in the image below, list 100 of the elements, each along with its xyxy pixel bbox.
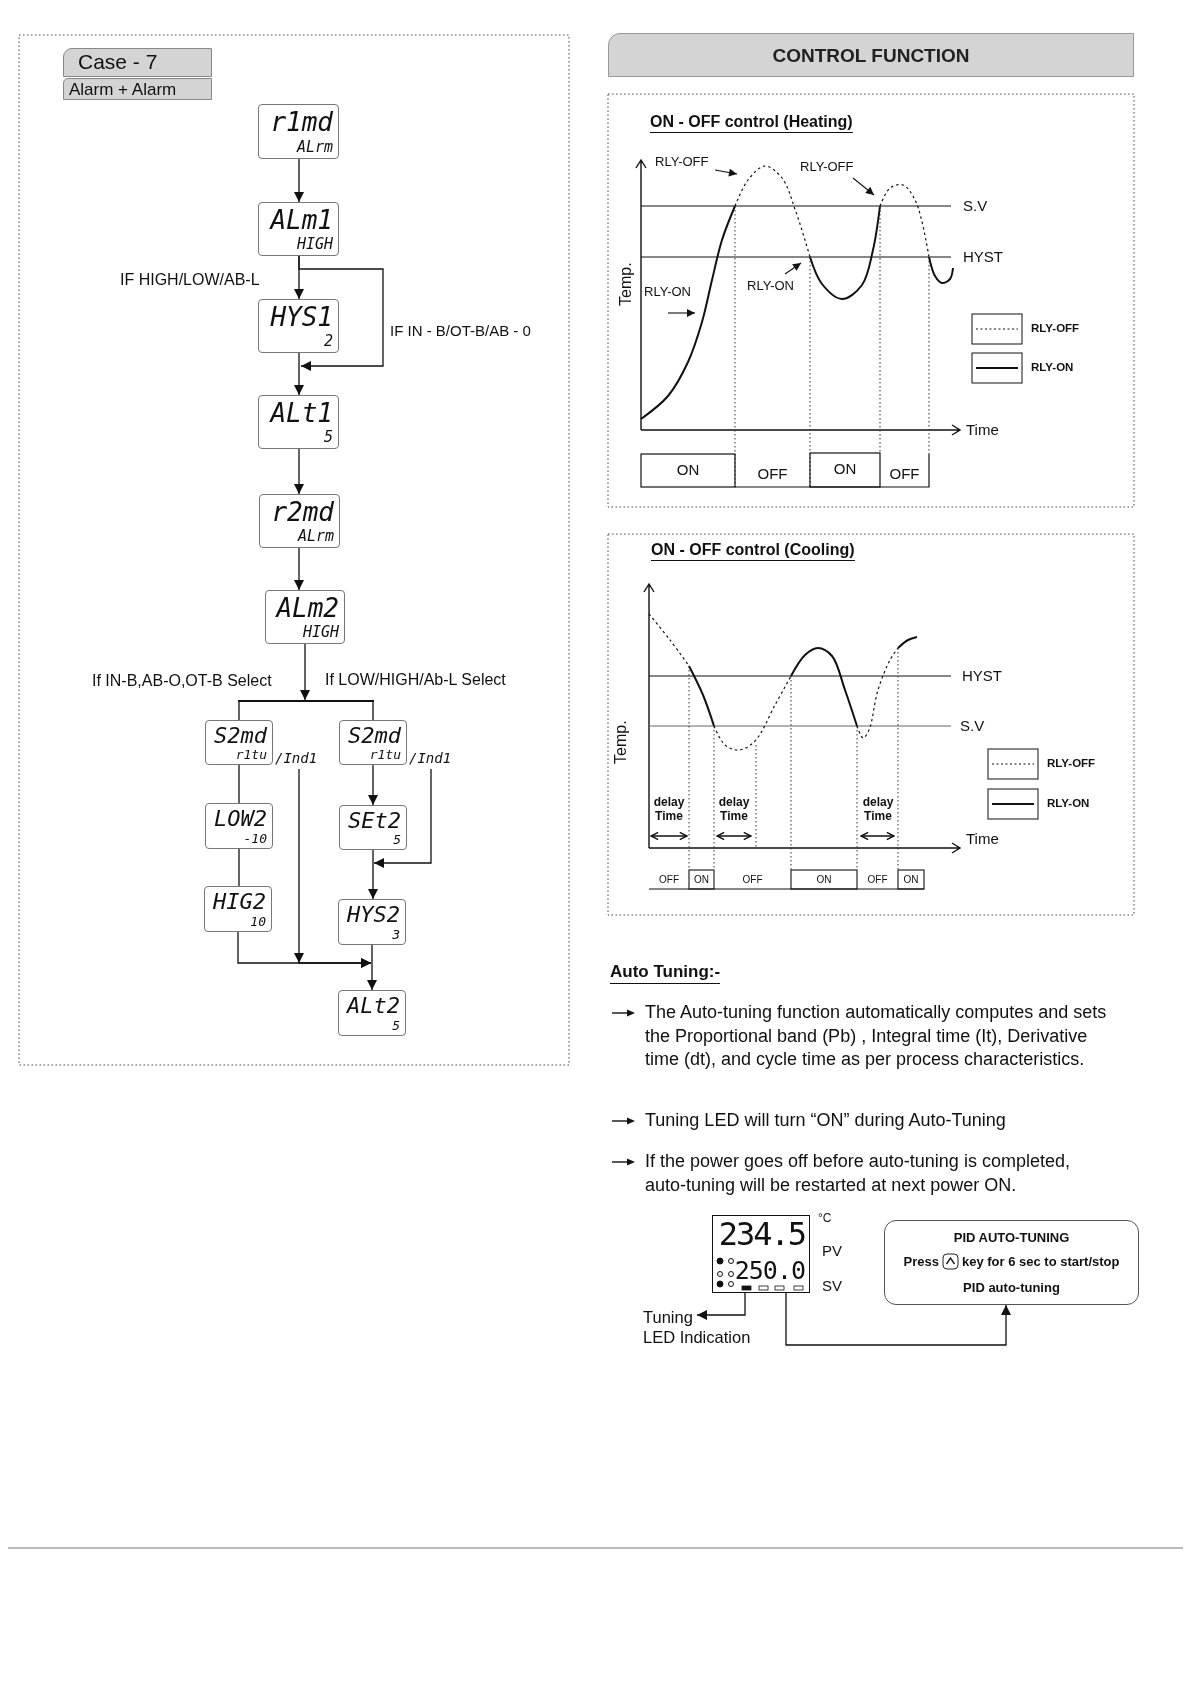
relay-state-label: ON xyxy=(815,874,833,886)
legend-label: RLY-OFF xyxy=(1047,757,1096,771)
parameter-value: 5 xyxy=(393,833,401,846)
bullet-text: Tuning LED will turn “ON” during Auto-Tuning xyxy=(645,1109,1007,1132)
arrow xyxy=(373,768,432,868)
parameter-code: ALm2 xyxy=(276,595,339,621)
line-label: S.V xyxy=(963,197,988,215)
legend-label: RLY-ON xyxy=(1047,797,1090,811)
arrow xyxy=(785,1292,1011,1346)
instruction-text: key for 6 sec to start/stop xyxy=(961,1254,1120,1269)
line-label: HYST xyxy=(963,248,1003,266)
bullet-text: The Auto-tuning function automatically computes and sets the Proportional band (Pb) , Integral time (It), Derivative time (dt), and cycle time as per process characteristics. xyxy=(645,1001,1108,1071)
axis-title: Temp. xyxy=(611,719,630,766)
parameter-value: 5 xyxy=(323,430,333,445)
lcd-display xyxy=(338,899,406,945)
delay-time-label: delay Time xyxy=(717,796,751,824)
arrow xyxy=(294,768,372,968)
relay-state-label: ON xyxy=(675,461,701,479)
parameter-code: S2md xyxy=(348,725,401,747)
parameter-value: -10 xyxy=(243,832,267,845)
info-box xyxy=(884,1220,1139,1305)
parameter-value: 5 xyxy=(392,1019,400,1032)
annotation-label: RLY-ON xyxy=(644,285,691,300)
parameter-code: S2md xyxy=(214,725,267,747)
lcd-display xyxy=(258,202,339,256)
arrow xyxy=(294,448,304,495)
chart-title: ON - OFF control (Heating) xyxy=(650,113,853,134)
lcd-display xyxy=(205,803,273,849)
relay-state-label: OFF xyxy=(741,874,764,886)
display-unit-label: °C xyxy=(818,1212,832,1226)
lcd-display xyxy=(338,990,406,1036)
parameter-value: 2 xyxy=(323,334,333,349)
axis-title: Temp. xyxy=(616,261,635,308)
parameter-value: HIGH xyxy=(302,625,339,640)
lcd-display xyxy=(339,805,407,850)
axis-title: Time xyxy=(966,830,999,848)
arrow xyxy=(298,255,384,371)
parameter-value: r1tu xyxy=(369,748,401,761)
instruction-text: PID auto-tuning xyxy=(962,1281,1061,1296)
relay-state-label: ON xyxy=(902,874,920,886)
arrow xyxy=(367,944,377,991)
parameter-code: ALt1 xyxy=(270,400,333,426)
arrow xyxy=(294,352,304,396)
lcd-display xyxy=(339,720,407,765)
display-unit-label: SV xyxy=(822,1277,842,1295)
parameter-value: r1tu xyxy=(235,748,267,761)
tab-label xyxy=(63,48,212,77)
relay-state-label: OFF xyxy=(756,465,789,483)
display-suffix: /Ind1 xyxy=(275,751,318,765)
arrow xyxy=(300,643,310,701)
lcd-display xyxy=(258,299,339,353)
relay-state-label: OFF xyxy=(888,465,921,483)
lcd-display xyxy=(265,590,345,644)
delay-time-label: delay Time xyxy=(652,796,686,824)
parameter-code: HYS1 xyxy=(270,304,333,330)
callout-text: Tuning xyxy=(643,1308,693,1327)
header-text: CONTROL FUNCTION xyxy=(771,45,971,67)
parameter-value: 3 xyxy=(392,928,400,941)
section-heading: Auto Tuning:- xyxy=(610,962,721,984)
parameter-value: HIGH xyxy=(296,237,333,252)
edge-label: If IN-B,AB-O,OT-B Select xyxy=(92,672,272,691)
arrow xyxy=(368,849,378,900)
relay-state-label: ON xyxy=(832,460,858,478)
annotation-label: RLY-OFF xyxy=(800,160,854,175)
annotation-label: RLY-OFF xyxy=(655,155,709,170)
display-reading: 234.5 xyxy=(718,1218,805,1250)
parameter-value: ALrm xyxy=(296,140,333,155)
chart-title: ON - OFF control (Cooling) xyxy=(651,541,855,562)
arrow xyxy=(368,764,378,806)
parameter-code: HYS2 xyxy=(347,904,400,926)
legend-label: RLY-OFF xyxy=(1031,322,1080,336)
parameter-code: r1md xyxy=(270,109,333,135)
relay-state-label: OFF xyxy=(866,874,889,886)
display-reading: 250.0 xyxy=(734,1258,805,1283)
tab-text: Case - 7 xyxy=(78,50,158,75)
instruction-text: Press xyxy=(903,1254,939,1269)
arrow xyxy=(294,547,304,591)
display-suffix: /Ind1 xyxy=(409,751,452,765)
display-unit-label: PV xyxy=(822,1242,842,1260)
parameter-code: SEt2 xyxy=(348,810,401,832)
relay-state-label: OFF xyxy=(658,874,680,886)
delay-time-label: delay Time xyxy=(861,796,895,824)
lcd-display xyxy=(204,886,272,932)
line-label: S.V xyxy=(960,717,985,735)
parameter-code: LOW2 xyxy=(214,808,267,830)
tab-label xyxy=(63,78,212,100)
bullet-text: If the power goes off before auto-tuning is completed, auto-tuning will be restarted at next power ON. xyxy=(645,1150,1071,1197)
tab-text: Alarm + Alarm xyxy=(69,80,177,100)
arrow xyxy=(294,158,304,203)
parameter-code: r2md xyxy=(271,499,334,525)
box-heading: PID AUTO-TUNING xyxy=(952,1231,1071,1246)
parameter-value: ALrm xyxy=(297,529,334,544)
lcd-display xyxy=(258,395,339,449)
lcd-display xyxy=(259,494,340,548)
legend-label: RLY-ON xyxy=(1031,361,1074,375)
lcd-display xyxy=(205,720,273,765)
controller-display xyxy=(712,1215,810,1293)
lcd-display xyxy=(258,104,339,159)
annotation-label: RLY-ON xyxy=(747,279,794,294)
relay-state-label: ON xyxy=(693,874,710,886)
